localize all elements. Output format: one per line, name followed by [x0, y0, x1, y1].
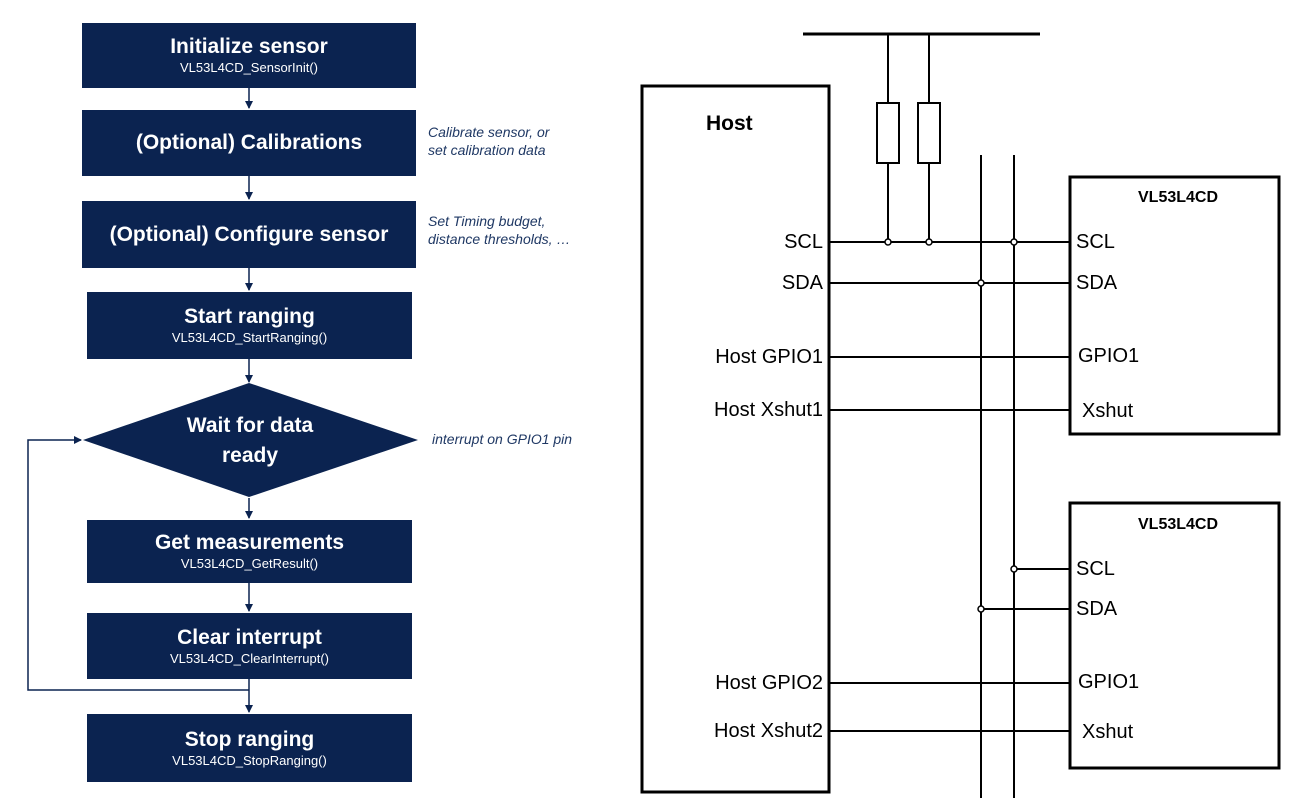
chip1-pin-scl: SCL	[1076, 231, 1115, 253]
step-function: VL53L4CD_GetResult()	[180, 556, 319, 571]
note-decision: interrupt on GPIO1 pin	[432, 431, 573, 447]
step-calibrations: (Optional) Calibrations	[82, 110, 416, 176]
chip1-pin-xshut: Xshut	[1082, 400, 1134, 422]
pullup-resistor-scl	[876, 102, 900, 164]
decision-diamond	[83, 383, 418, 497]
junction-dot	[1010, 565, 1018, 573]
step-function: VL53L4CD_ClearInterrupt()	[170, 650, 329, 666]
note-configure: Set Timing budget, distance thresholds, …	[428, 213, 571, 247]
decision-label: Wait for data ready	[186, 414, 314, 467]
step-title: (Optional) Configure sensor	[109, 222, 389, 246]
chip2-pin-sda: SDA	[1076, 598, 1118, 620]
step-function: VL53L4CD_SensorInit()	[179, 60, 319, 75]
loop-back-arrow	[27, 436, 249, 691]
chip1-pin-sda: SDA	[1076, 272, 1118, 294]
chip1-title: VL53L4CD	[1138, 189, 1219, 206]
junction-dot	[977, 279, 985, 287]
note-calibrations: Calibrate sensor, or set calibration dat…	[428, 124, 550, 158]
host-pin-sda: SDA	[781, 272, 823, 294]
host-title: Host	[706, 112, 753, 135]
step-start-ranging: Start ranging VL53L4CD_StartRanging()	[87, 292, 412, 359]
chip2-block	[1068, 501, 1281, 770]
step-title: Stop ranging	[184, 727, 315, 751]
host-pin-xshut1: Host Xshut1	[714, 399, 823, 421]
chip2-title: VL53L4CD	[1138, 516, 1219, 533]
junction-dot	[977, 605, 985, 613]
pullup-resistor-sda	[917, 102, 941, 164]
step-title: Initialize sensor	[170, 35, 328, 58]
host-pin-gpio2: Host GPIO2	[715, 672, 823, 694]
host-pin-scl: SCL	[784, 231, 823, 253]
step-function: VL53L4CD_StopRanging()	[172, 752, 327, 768]
junction-dot	[925, 238, 933, 246]
chip2-pin-gpio1: GPIO1	[1078, 671, 1140, 693]
step-title: Get measurements	[154, 531, 345, 554]
junction-dot	[1010, 238, 1018, 246]
step-title: Clear interrupt	[177, 625, 322, 649]
step-title: Start ranging	[184, 305, 315, 328]
chip2-pin-scl: SCL	[1076, 558, 1115, 580]
step-title: (Optional) Calibrations	[135, 131, 363, 154]
junction-dot	[884, 238, 892, 246]
chip2-pin-xshut: Xshut	[1082, 721, 1134, 743]
host-block	[640, 84, 831, 794]
step-initialize-sensor: Initialize sensor VL53L4CD_SensorInit()	[82, 23, 416, 88]
step-clear-interrupt: Clear interrupt VL53L4CD_ClearInterrupt(…	[87, 613, 412, 679]
step-stop-ranging: Stop ranging VL53L4CD_StopRanging()	[87, 714, 412, 782]
step-configure-sensor: (Optional) Configure sensor	[82, 201, 416, 268]
host-pin-gpio1: Host GPIO1	[715, 346, 823, 368]
chip1-pin-gpio1: GPIO1	[1078, 345, 1140, 367]
step-get-measurements: Get measurements VL53L4CD_GetResult()	[87, 520, 412, 583]
chip1-block	[1068, 175, 1281, 436]
host-pin-xshut2: Host Xshut2	[714, 720, 823, 742]
step-function: VL53L4CD_StartRanging()	[171, 330, 328, 345]
